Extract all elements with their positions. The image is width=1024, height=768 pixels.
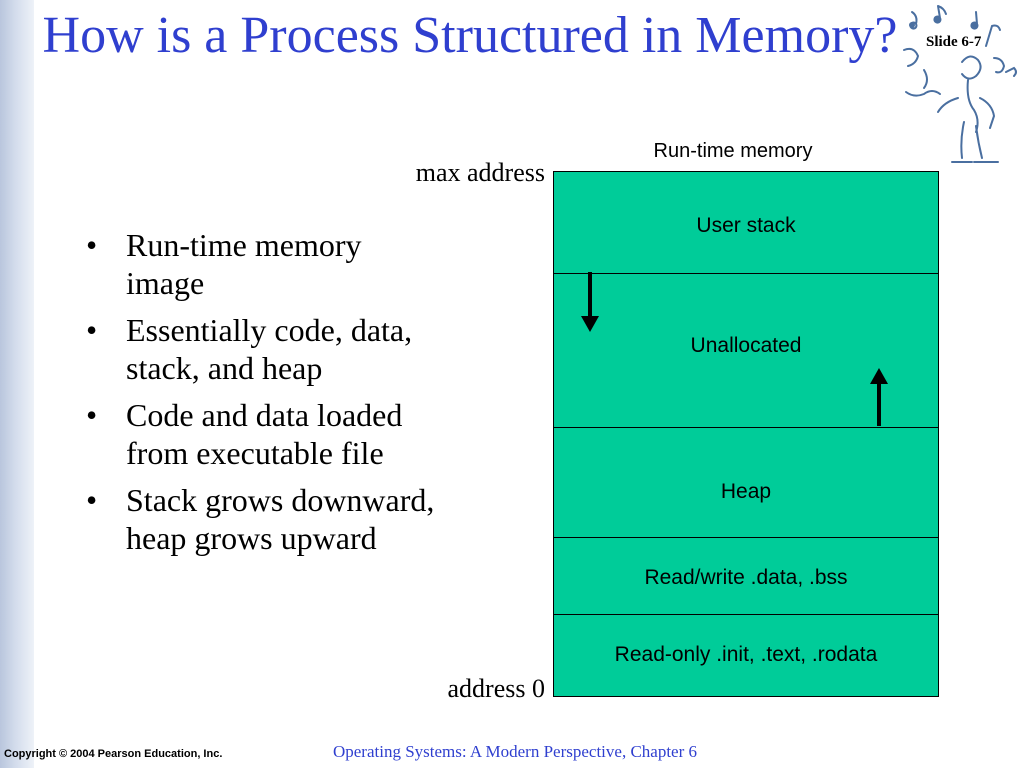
stack-grows-down-arrow-icon [581,272,599,332]
music-clipart-icon [903,5,1017,163]
max-address-label: max address [415,158,545,187]
slide-number: Slide 6-7 [926,34,982,50]
bullet-item: Code and data loaded from executable fil… [86,396,446,472]
copyright-footer: Copyright © 2004 Pearson Education, Inc. [4,748,223,760]
memory-layout-diagram: User stack Unallocated Heap Read/write .… [553,171,939,697]
segment-label: User stack [696,214,796,237]
memory-diagram-label: Run-time memory [653,140,813,162]
segment-label: Read/write .data, .bss [644,566,848,589]
slide-title: How is a Process Structured in Memory? [42,7,898,64]
side-band [0,0,34,768]
segment-data-bss: Read/write .data, .bss [554,538,938,615]
heap-grows-up-arrow-icon [870,368,888,426]
segment-label: Unallocated [690,334,802,357]
bullet-item: Run-time memory image [86,226,446,302]
address-zero-label: address 0 [447,674,545,703]
segment-unallocated: Unallocated [554,274,938,428]
bullet-item: Stack grows downward, heap grows upward [86,481,446,557]
segment-label: Read-only .init, .text, .rodata [614,643,878,666]
segment-user-stack: User stack [554,172,938,274]
segment-heap: Heap [554,428,938,538]
bullet-item: Essentially code, data, stack, and heap [86,311,446,387]
bullet-list: Run-time memory image Essentially code, … [86,226,446,566]
segment-text-rodata: Read-only .init, .text, .rodata [554,615,938,698]
segment-label: Heap [720,480,772,503]
course-footer: Operating Systems: A Modern Perspective,… [332,742,698,761]
